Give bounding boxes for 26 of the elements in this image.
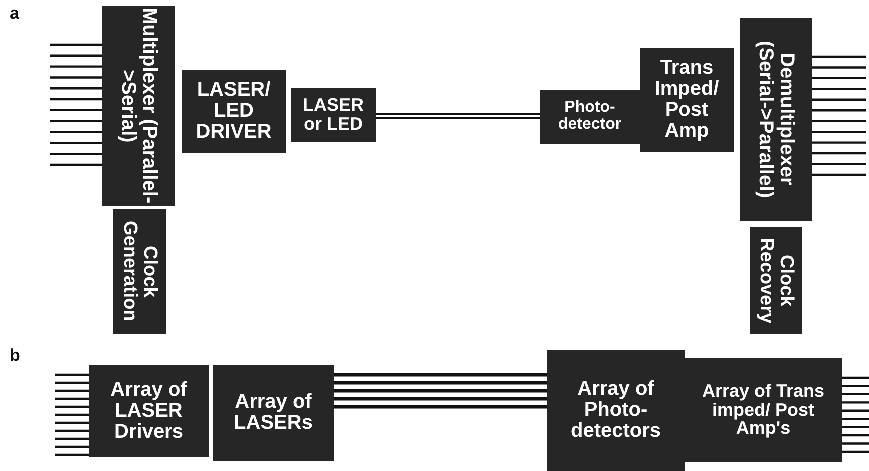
block-label: Array of Photo- detectors [570,379,662,442]
block-label: Photo- detector [557,100,623,134]
block-label: Array of LASER Drivers [110,380,188,442]
block-label: Multiplexer (Parallel->Serial) [118,7,160,206]
block [547,350,685,471]
block-label: LASER/ LED DRIVER [195,80,273,143]
block [640,48,734,152]
block-label: Trans Imped/ Post Amp [654,58,720,142]
block [182,70,286,153]
block-label: Array of Trans imped/ Post Amp's [701,382,826,438]
block [102,6,175,206]
block [89,365,209,457]
block [685,358,842,462]
block [213,365,334,461]
block [750,227,802,334]
block [540,90,640,144]
block-label: LASER or LED [302,96,365,134]
block [113,209,166,334]
panel-letter: a [10,4,20,24]
block [291,88,376,142]
block-label: Clock Generation [120,220,160,324]
block [740,18,812,221]
block-label: Demultiplexer (Serial->Parallel) [755,40,797,200]
block-label: Clock Recovery [756,236,796,326]
block-label: Array of LASERs [233,392,314,434]
panel-letter: b [10,346,20,366]
